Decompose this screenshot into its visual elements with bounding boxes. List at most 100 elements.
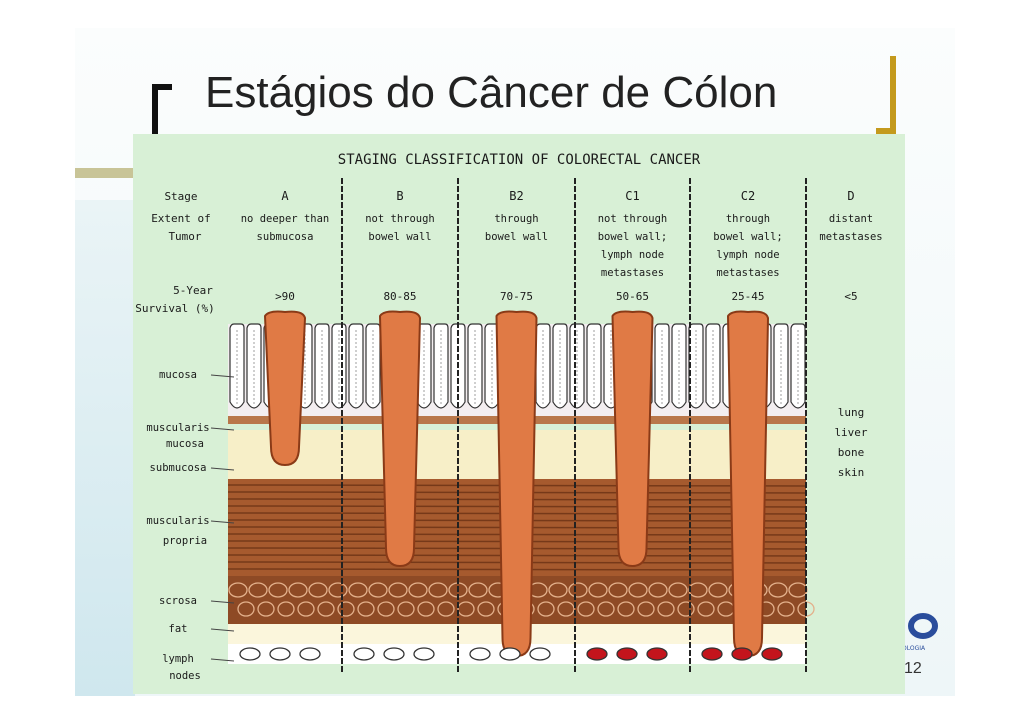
serosa-pattern <box>588 582 608 598</box>
lymph-node <box>353 647 375 661</box>
layer-label: propria <box>163 535 207 547</box>
lymph-node <box>299 647 321 661</box>
stage-extent: no deeper than <box>241 213 330 225</box>
tumor <box>495 310 538 658</box>
lymph-node-metastatic <box>731 647 753 661</box>
stage-extent: lymph node <box>601 249 664 261</box>
serosa-pattern <box>277 601 295 617</box>
row-label-extent: Extent of <box>151 212 211 225</box>
lymph-node <box>269 647 291 661</box>
right-bracket-icon <box>876 56 896 134</box>
tumor <box>726 310 770 658</box>
serosa-pattern <box>268 582 288 598</box>
leader-line <box>210 467 235 471</box>
stage-extent: metastases <box>601 267 664 279</box>
leader-line <box>210 520 235 524</box>
stage-survival: <5 <box>844 290 857 303</box>
serosa-pattern <box>648 582 668 598</box>
distant-site-label: bone <box>838 446 865 459</box>
serosa-pattern <box>257 601 275 617</box>
leader-line <box>210 374 235 378</box>
serosa-pattern <box>637 601 655 617</box>
layer-label: submucosa <box>150 462 207 474</box>
stage-label: B <box>396 189 403 203</box>
stage-label: B2 <box>509 189 523 203</box>
layer-label: lymph <box>162 653 194 665</box>
serosa-pattern <box>408 582 428 598</box>
lymph-node-metastatic <box>646 647 668 661</box>
lymph-node <box>239 647 261 661</box>
stage-extent: metastases <box>716 267 779 279</box>
tumor <box>263 310 307 467</box>
serosa-pattern <box>597 601 615 617</box>
layer-label: nodes <box>169 670 201 682</box>
serosa-pattern <box>308 582 328 598</box>
distant-site-label: skin <box>838 466 865 479</box>
leader-line <box>210 600 235 604</box>
layer-label: mucosa <box>166 438 204 450</box>
serosa-pattern <box>548 582 568 598</box>
stage-extent: through <box>726 213 770 225</box>
serosa-pattern <box>328 582 348 598</box>
serosa-pattern <box>677 601 695 617</box>
serosa-pattern <box>537 601 555 617</box>
stage-extent: through <box>494 213 538 225</box>
stage-extent: bowel wall; <box>713 231 783 243</box>
leader-line <box>210 628 235 632</box>
stage-extent: metastases <box>819 231 882 243</box>
layer-label: muscularis <box>146 515 209 527</box>
stage-extent: not through <box>598 213 668 225</box>
serosa-pattern <box>617 601 635 617</box>
row-label-extent: Tumor <box>168 230 201 243</box>
distant-site-label: liver <box>834 426 867 439</box>
serosa-pattern <box>388 582 408 598</box>
stage-survival: >90 <box>275 290 295 303</box>
lymph-node <box>529 647 551 661</box>
slide-title: Estágios do Câncer de Cólon <box>205 68 778 117</box>
serosa-pattern <box>477 601 495 617</box>
stage-survival: 70-75 <box>500 290 533 303</box>
lymph-node <box>469 647 491 661</box>
serosa-pattern <box>348 582 368 598</box>
row-label-stage: Stage <box>164 190 197 203</box>
serosa-pattern <box>248 582 268 598</box>
serosa-pattern <box>668 582 688 598</box>
stage-extent: not through <box>365 213 435 225</box>
stage-survival: 50-65 <box>616 290 649 303</box>
serosa-pattern <box>357 601 375 617</box>
serosa-pattern <box>368 582 388 598</box>
row-label-survival: 5-Year <box>173 284 213 297</box>
serosa-pattern <box>468 582 488 598</box>
stage-label: A <box>281 189 289 203</box>
serosa-pattern <box>577 601 595 617</box>
leader-line <box>210 658 235 662</box>
serosa-pattern <box>297 601 315 617</box>
layer-label: scrosa <box>159 595 197 607</box>
serosa-pattern <box>288 582 308 598</box>
stage-label: C2 <box>741 189 755 203</box>
serosa-pattern <box>337 601 355 617</box>
serosa-pattern <box>457 601 475 617</box>
leader-line <box>210 427 235 431</box>
stage-survival: 80-85 <box>383 290 416 303</box>
stage-extent: bowel wall; <box>598 231 668 243</box>
stage-extent: bowel wall <box>368 231 431 243</box>
stage-extent: submucosa <box>257 231 314 243</box>
serosa-pattern <box>557 601 575 617</box>
serosa-pattern <box>608 582 628 598</box>
serosa-pattern <box>417 601 435 617</box>
serosa-pattern <box>568 582 588 598</box>
lymph-node-metastatic <box>616 647 638 661</box>
staging-figure: STAGING CLASSIFICATION OF COLORECTAL CAN… <box>133 134 905 694</box>
serosa-pattern <box>697 601 715 617</box>
serosa-pattern <box>437 601 455 617</box>
distant-site-label: lung <box>838 406 865 419</box>
lymph-node-metastatic <box>586 647 608 661</box>
serosa-pattern <box>237 601 255 617</box>
serosa-pattern <box>777 601 795 617</box>
lymph-node-metastatic <box>701 647 723 661</box>
tumor <box>378 310 422 568</box>
slide-background-accent <box>75 200 135 696</box>
row-label-survival: Survival (%) <box>135 302 214 315</box>
stage-extent: lymph node <box>716 249 779 261</box>
